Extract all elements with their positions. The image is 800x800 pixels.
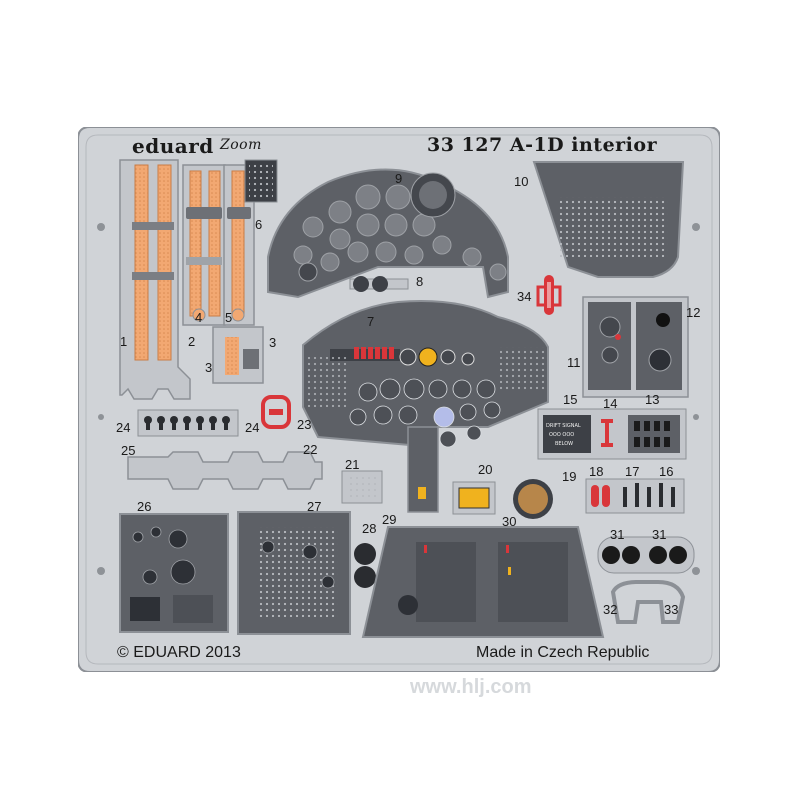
part-label: 7 [367, 314, 375, 329]
drift-signal-sub: OOO OOO [549, 432, 575, 438]
part-34 [536, 275, 562, 315]
part-label: 20 [478, 462, 493, 477]
sheet-title: 33 127 A-1D interior [427, 134, 658, 156]
main-panel-part-7 [302, 300, 549, 449]
part-label: 31 [652, 527, 667, 542]
part-label: 17 [625, 464, 640, 479]
part-16-17-18 [585, 478, 685, 514]
photo-etch-fret [78, 127, 720, 672]
part-label: 18 [589, 464, 604, 479]
part-label: 25 [121, 443, 136, 458]
part-label: 5 [225, 310, 233, 325]
part-label: 1 [120, 334, 128, 349]
part-label: 4 [195, 310, 203, 325]
part-label: 9 [395, 171, 403, 186]
part-label: 11 [567, 355, 581, 370]
origin-text: Made in Czech Republic [476, 644, 650, 661]
part-label: 2 [188, 334, 196, 349]
panel-part-6 [244, 159, 278, 203]
part-8 [349, 276, 409, 292]
part-label: 31 [610, 527, 625, 542]
part-20 [452, 481, 496, 515]
part-label: 10 [514, 174, 529, 189]
part-label: 28 [362, 521, 377, 536]
part-21 [341, 470, 383, 504]
panels-part-13-14-15 [537, 408, 687, 460]
part-label: 19 [562, 469, 577, 484]
part-28 [354, 543, 376, 588]
part-24 [137, 409, 239, 437]
part-label: 26 [137, 499, 152, 514]
brand-logo: eduard [132, 134, 214, 158]
panel-part-26 [119, 513, 229, 633]
part-label: 34 [517, 289, 532, 304]
part-label: 21 [345, 457, 360, 472]
panels-part-11-12 [582, 296, 689, 398]
part-label: 12 [686, 305, 701, 320]
part-label: 22 [303, 442, 318, 457]
part-25-22 [127, 451, 323, 490]
part-label: 13 [645, 392, 660, 407]
part-label: 24 [116, 420, 131, 435]
part-label: 33 [664, 602, 679, 617]
part-label: 6 [255, 217, 263, 232]
copyright: © EDUARD 2013 [117, 644, 241, 661]
part-label: 30 [502, 514, 517, 529]
panels-part-29-30 [361, 526, 605, 638]
part-label: 3 [269, 335, 277, 350]
zoom-logo: Zoom [220, 137, 262, 153]
harness-frame-part-1-2 [119, 159, 191, 400]
watermark: www.hlj.com [410, 676, 532, 698]
part-label: 16 [659, 464, 674, 479]
buckles-part-5 [212, 326, 264, 384]
part-23 [261, 395, 291, 429]
part-label: 29 [382, 512, 397, 527]
part-label: 24 [245, 420, 260, 435]
part-19 [513, 479, 553, 519]
part-label: 14 [603, 396, 618, 411]
part-label: 23 [297, 417, 312, 432]
side-panel-part-10 [532, 161, 685, 278]
instrument-panel-part-9 [267, 168, 509, 299]
part-label: 8 [416, 274, 424, 289]
part-label: 27 [307, 499, 322, 514]
part-label: 15 [563, 392, 578, 407]
part-label: 32 [603, 602, 618, 617]
drift-signal-label: DRIFT SIGNAL [546, 423, 581, 429]
panel-part-27 [237, 511, 351, 635]
drift-signal-below: BELOW [555, 441, 574, 447]
panel-stem [407, 426, 439, 513]
registration-holes [97, 223, 700, 575]
parts-31-32-33 [597, 536, 695, 624]
harness-part-4 [182, 164, 226, 326]
part-label: 3 [205, 360, 213, 375]
